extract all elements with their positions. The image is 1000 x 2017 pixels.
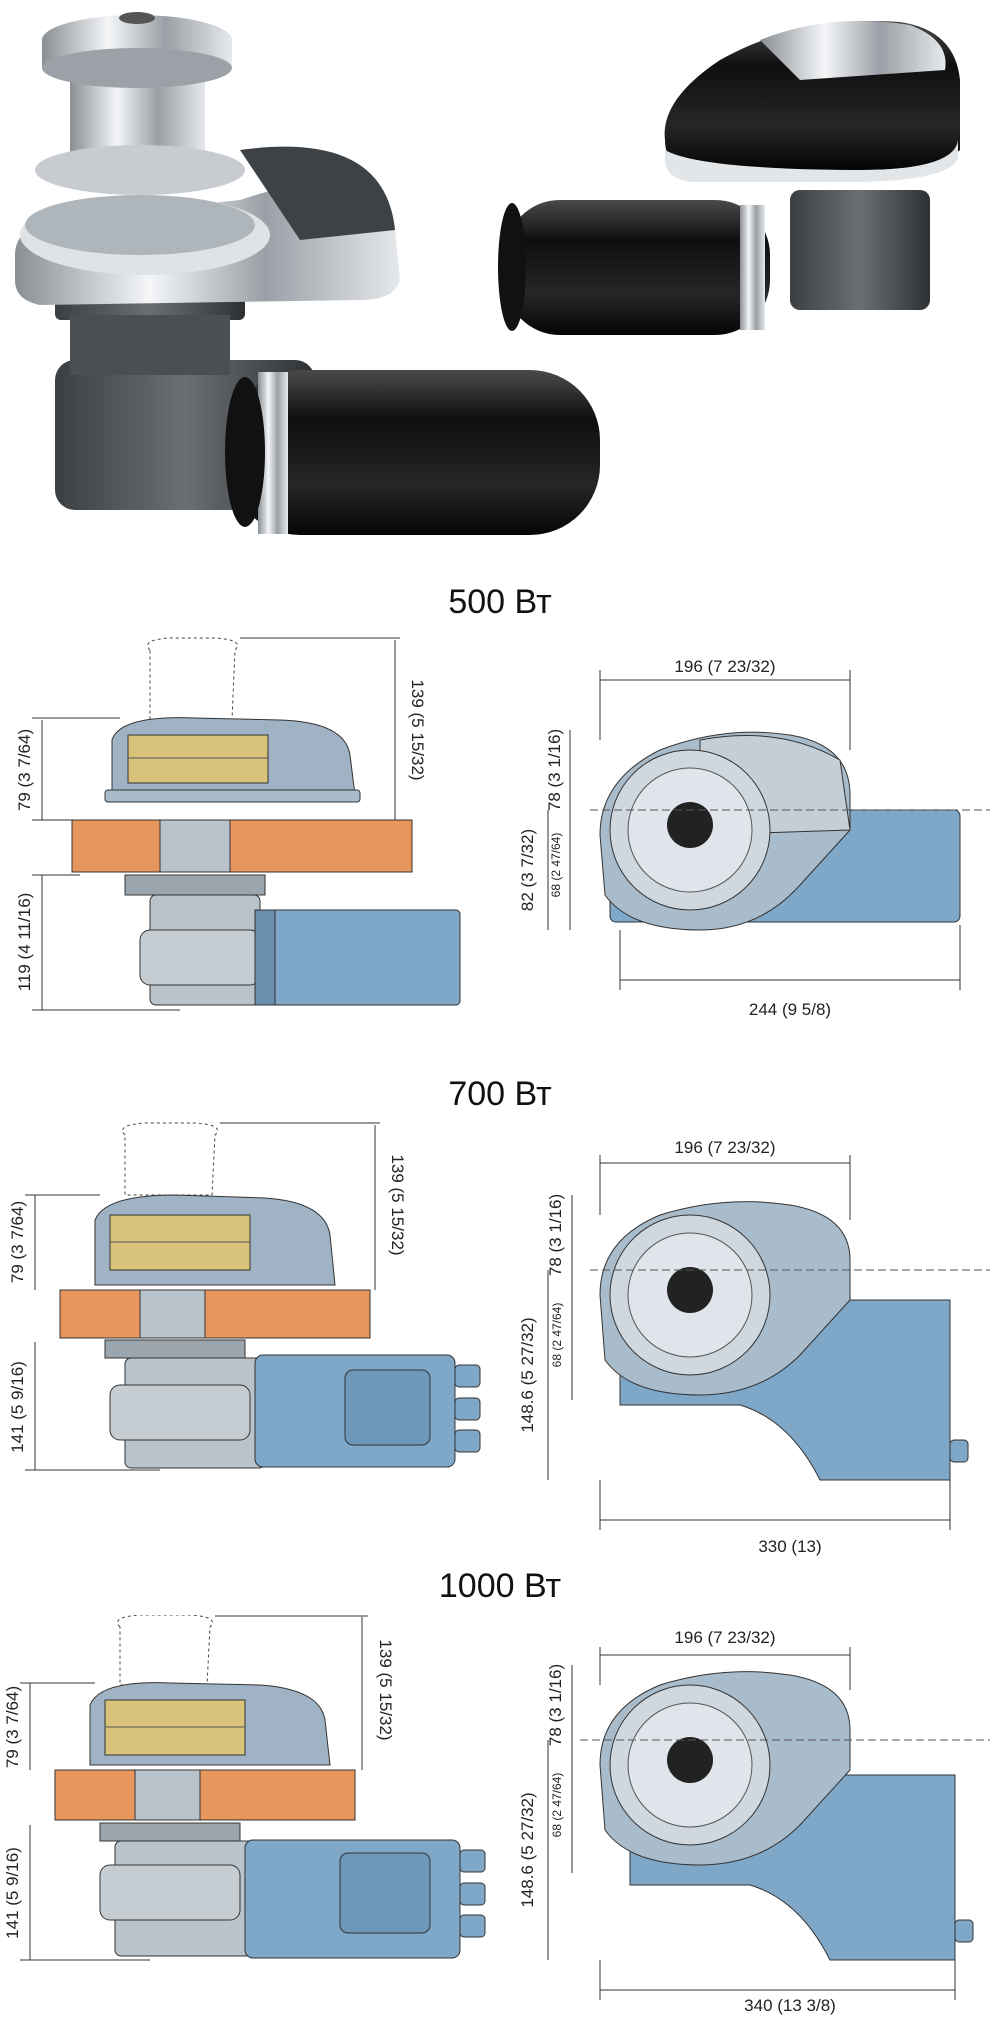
dimension-drawing-700: 79 (3 7/64) 139 (5 15/32) 141 (5 9/16) 1… — [8, 1122, 990, 1556]
dim-side-top-500: 79 (3 7/64) — [15, 729, 34, 811]
front-view-700: 196 (7 23/32) 78 (3 1/16) 68 (2 47/64) 1… — [518, 1138, 990, 1556]
dim-front-total-500: 82 (3 7/32) — [518, 829, 537, 911]
front-view-500: 196 (7 23/32) 78 (3 1/16) 68 (2 47/64) 8… — [518, 657, 990, 1019]
section-title-700: 700 Вт — [448, 1075, 552, 1113]
dim-side-below-700: 141 (5 9/16) — [8, 1361, 27, 1453]
dim-front-total-1000: 148.6 (5 27/32) — [518, 1792, 537, 1907]
side-view-700: 79 (3 7/64) 139 (5 15/32) 141 (5 9/16) — [8, 1122, 481, 1471]
dim-front-length-1000: 340 (13 3/8) — [744, 1996, 836, 2015]
dim-front-length-700: 330 (13) — [758, 1537, 821, 1556]
windlass-large-photo — [15, 12, 600, 535]
dim-side-cap-700: 139 (5 15/32) — [388, 1154, 407, 1255]
dim-front-top-500: 78 (3 1/16) — [545, 729, 564, 811]
dimension-drawing-1000: 79 (3 7/64) 139 (5 15/32) 141 (5 9/16) 1… — [3, 1615, 990, 2015]
dim-side-top-700: 79 (3 7/64) — [8, 1201, 27, 1283]
side-view-1000: 79 (3 7/64) 139 (5 15/32) 141 (5 9/16) — [3, 1615, 486, 1961]
section-title-1000: 1000 Вт — [438, 1567, 562, 1605]
dim-side-top-1000: 79 (3 7/64) — [3, 1686, 22, 1768]
dim-front-mid-500: 68 (2 47/64) — [549, 833, 563, 898]
dim-front-mid-700: 68 (2 47/64) — [550, 1303, 564, 1368]
dim-front-top-700: 78 (3 1/16) — [546, 1194, 565, 1276]
product-photo — [15, 12, 960, 535]
side-view-500: 79 (3 7/64) 139 (5 15/32) 119 (4 11/16) — [15, 637, 461, 1011]
dim-side-cap-500: 139 (5 15/32) — [408, 679, 427, 780]
dim-front-width-700: 196 (7 23/32) — [674, 1138, 775, 1157]
dim-front-top-1000: 78 (3 1/16) — [546, 1664, 565, 1746]
dim-front-width-500: 196 (7 23/32) — [674, 657, 775, 676]
dimension-drawing-500: 79 (3 7/64) 139 (5 15/32) 119 (4 11/16) … — [15, 637, 990, 1019]
dim-front-total-700: 148.6 (5 27/32) — [518, 1317, 537, 1432]
dim-front-mid-1000: 68 (2 47/64) — [550, 1773, 564, 1838]
section-title-500: 500 Вт — [448, 583, 552, 621]
windlass-small-photo — [498, 20, 960, 335]
dim-front-length-500: 244 (9 5/8) — [749, 1000, 831, 1019]
dim-front-width-1000: 196 (7 23/32) — [674, 1628, 775, 1647]
dim-side-below-500: 119 (4 11/16) — [15, 893, 34, 992]
dim-side-below-1000: 141 (5 9/16) — [3, 1847, 22, 1939]
front-view-1000: 196 (7 23/32) 78 (3 1/16) 68 (2 47/64) 1… — [518, 1628, 990, 2015]
dim-side-cap-1000: 139 (5 15/32) — [376, 1639, 395, 1740]
